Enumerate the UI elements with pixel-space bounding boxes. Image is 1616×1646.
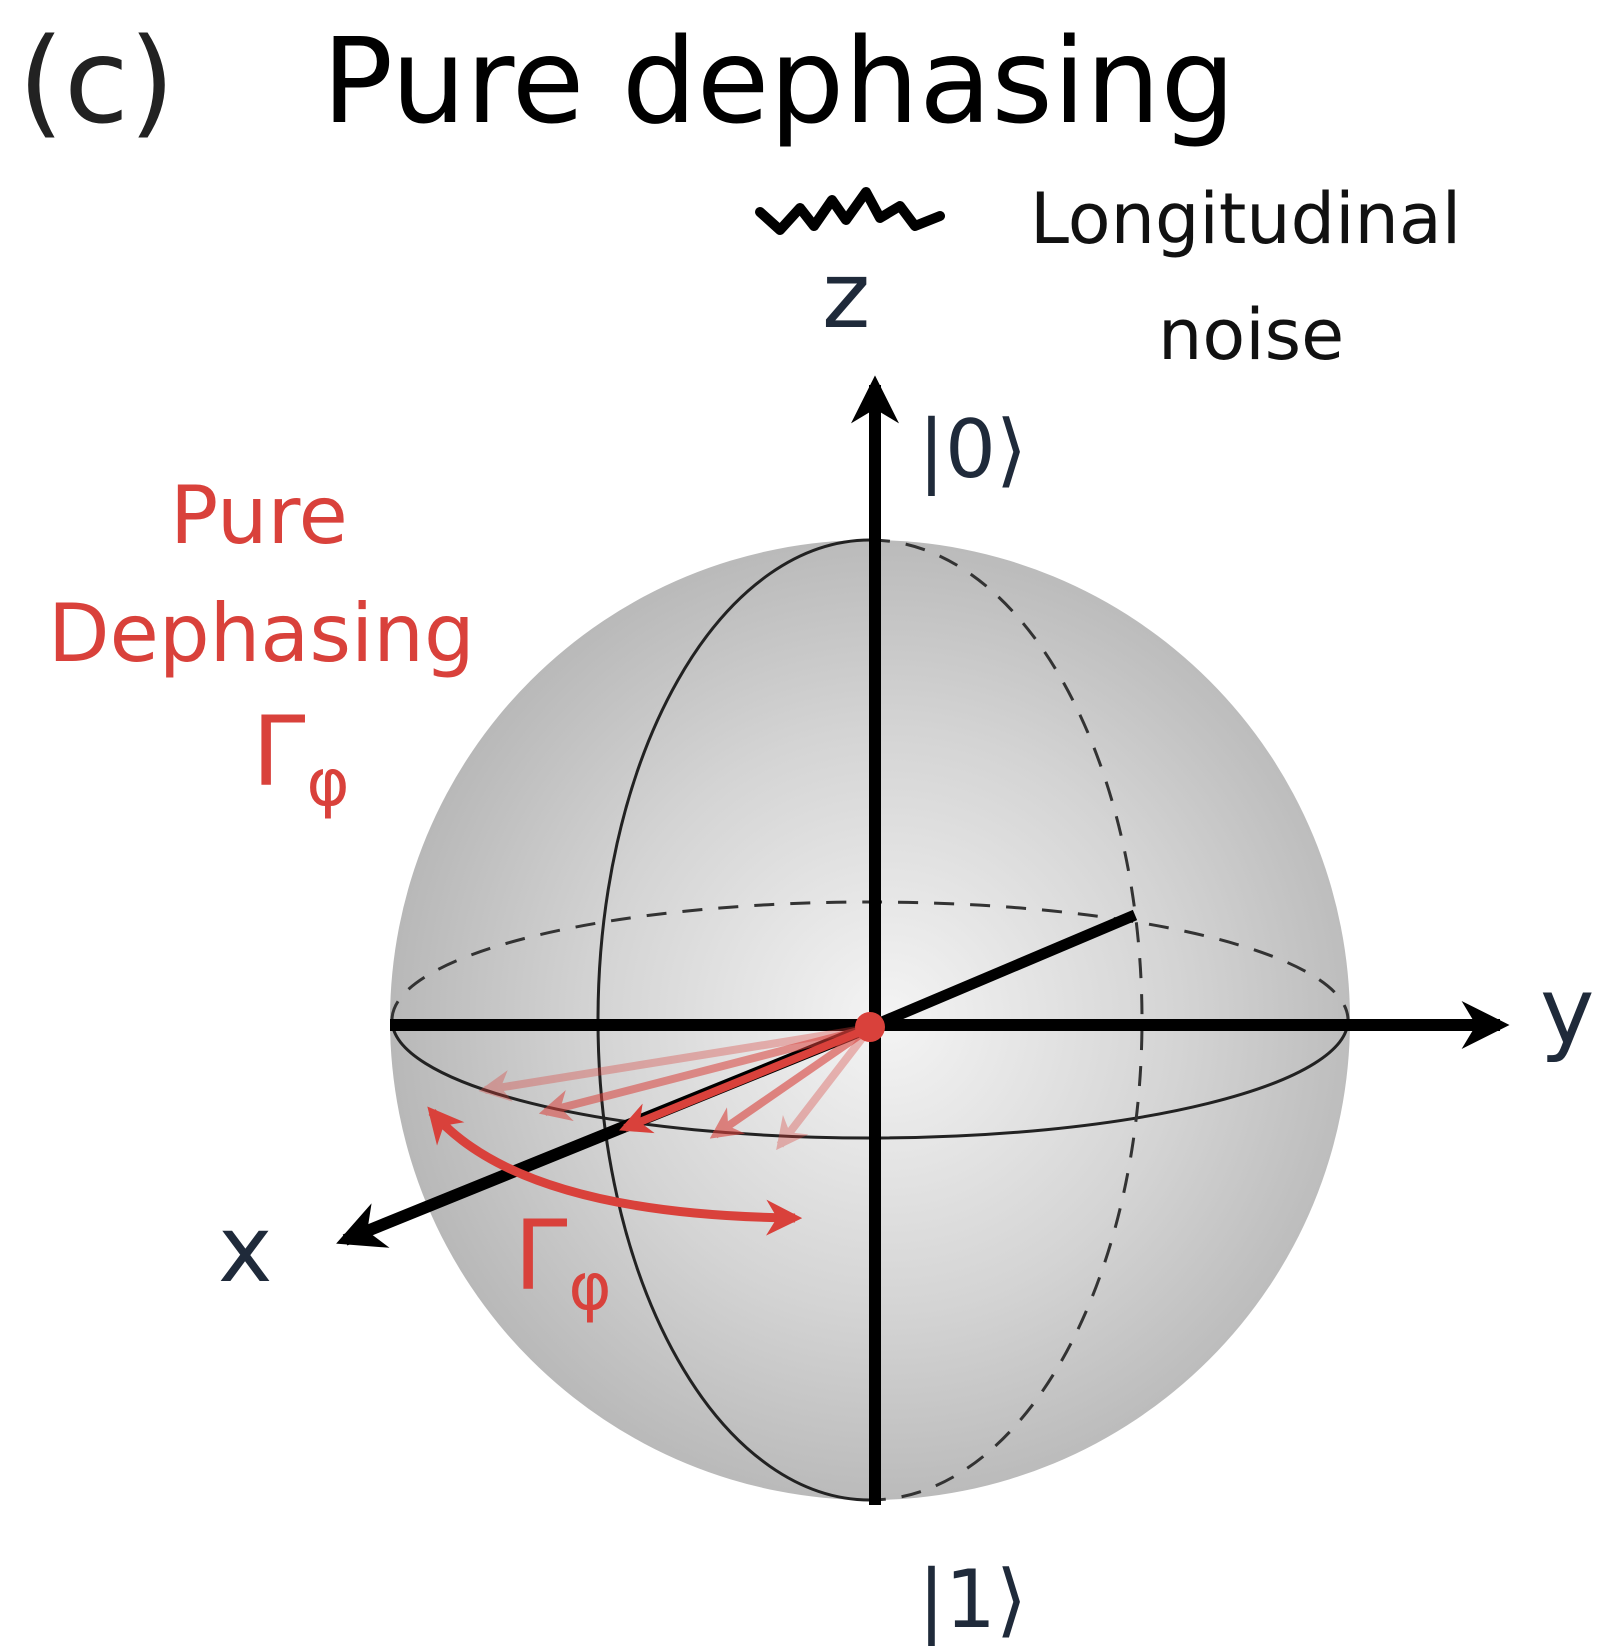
sphere-center-dot (855, 1012, 885, 1042)
z-axis-label: z (822, 242, 871, 349)
zigzag-noise-icon (755, 187, 945, 235)
dephasing-curved-arrow (427, 1106, 803, 1236)
y-axis-label: y (1540, 958, 1595, 1065)
state-vector (538, 1024, 872, 1122)
rate-symbol: Γ (514, 1200, 568, 1312)
meridian-back (869, 538, 1144, 1502)
back-axis-segment (872, 909, 1138, 1031)
rate-subscript: φ (568, 1248, 612, 1325)
x-axis-label: x (218, 1196, 273, 1303)
state-vector (478, 1024, 871, 1102)
excited-state-label: |1⟩ (918, 1553, 1028, 1646)
noise-label-line2: noise (1158, 294, 1345, 376)
ground-state-label: |0⟩ (918, 403, 1028, 496)
rate-symbol: Γ (252, 696, 306, 808)
panel-label: (c) (18, 12, 175, 150)
dephasing-rate-arrow-label: Γφ (514, 1208, 612, 1320)
pure-dephasing-label-line1: Pure (170, 469, 348, 562)
rate-subscript: φ (306, 744, 350, 821)
pure-dephasing-label-line2: Dephasing (48, 587, 475, 680)
dephasing-rate-label: Γφ (252, 704, 350, 816)
noise-label-line1: Longitudinal (1030, 178, 1462, 260)
panel-title: Pure dephasing (322, 12, 1236, 150)
